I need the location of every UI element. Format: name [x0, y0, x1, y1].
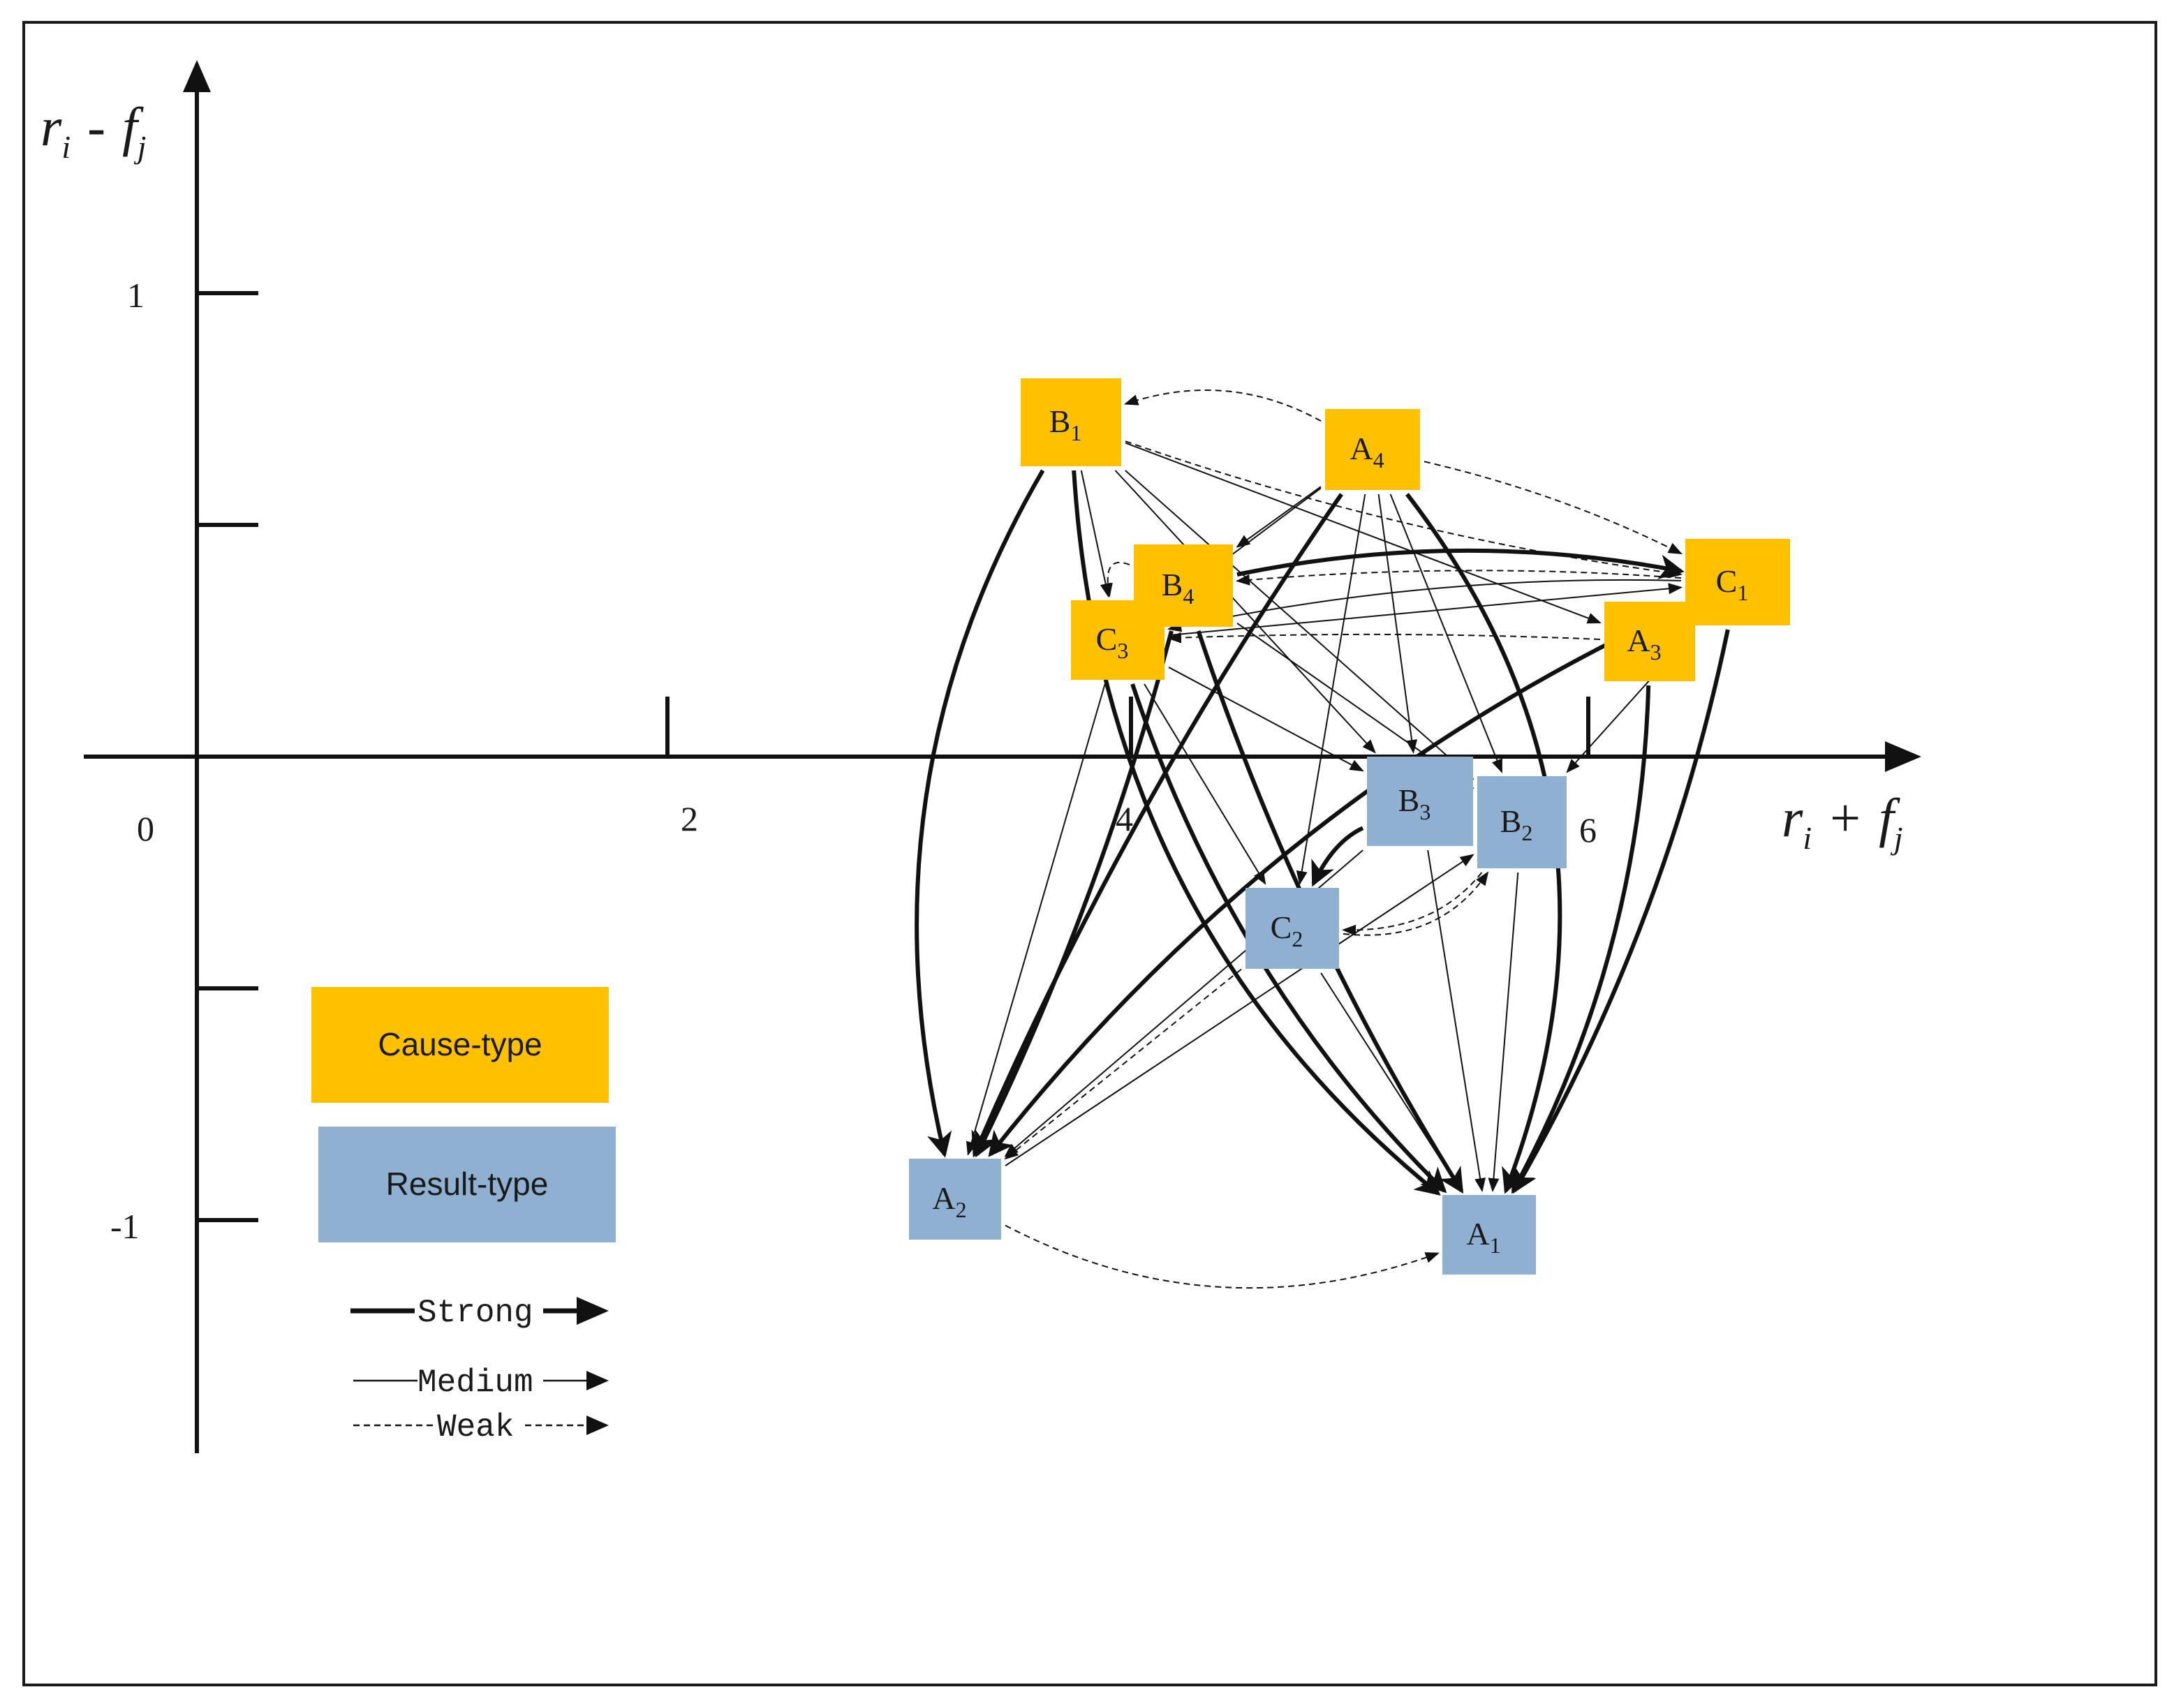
edge-a4-to-c1	[1424, 461, 1683, 554]
x-tick-label-6: 6	[1579, 810, 1597, 849]
node-box-b3	[1367, 757, 1473, 846]
node-a1: A1	[1442, 1195, 1536, 1275]
origin-label: 0	[137, 809, 154, 848]
edge-c3-to-a2	[966, 683, 1106, 1156]
node-a4: A4	[1325, 409, 1420, 490]
node-b1: B1	[1021, 378, 1121, 466]
edge-c2-to-a1	[1320, 972, 1462, 1192]
legend: Cause-type Result-type Strong Medium Wea…	[311, 987, 616, 1446]
node-label-a2: A2	[932, 1180, 966, 1222]
axes: 0 2 4 6 1 -1 ri-fj ri+fj	[40, 60, 1921, 1453]
node-c3: C3	[1071, 600, 1165, 680]
node-a3: A3	[1604, 602, 1695, 681]
node-box-a2	[909, 1159, 1001, 1240]
legend-strong-label: Strong	[417, 1295, 533, 1331]
edge-c1-to-c3	[1167, 579, 1682, 632]
legend-medium-arrowhead	[586, 1371, 609, 1390]
edge-a2-to-b2	[1005, 854, 1474, 1166]
node-c1: C1	[1685, 539, 1790, 625]
node-label-a4: A4	[1350, 431, 1384, 473]
edge-b4-to-a2	[975, 630, 1174, 1158]
edge-c3-to-c2	[1144, 683, 1266, 885]
edge-b1-to-a2	[915, 469, 1045, 1158]
node-label-c2: C2	[1271, 909, 1303, 951]
node-label-b3: B3	[1398, 782, 1431, 824]
node-box-b1	[1021, 378, 1121, 466]
legend-result-label: Result-type	[386, 1166, 549, 1202]
legend-strong-arrowhead	[577, 1297, 609, 1325]
legend-medium-label: Medium	[417, 1365, 533, 1401]
x-axis-title: ri+fj	[1782, 787, 1903, 856]
node-b3: B3	[1367, 757, 1473, 846]
node-box-a4	[1325, 409, 1420, 490]
legend-weak-label: Weak	[437, 1409, 514, 1446]
edge-c1-to-a1	[1512, 629, 1730, 1194]
node-c2: C2	[1245, 888, 1339, 969]
node-label-b4: B4	[1162, 567, 1195, 609]
node-box-a3	[1604, 602, 1695, 681]
node-b2: B2	[1477, 776, 1567, 868]
figure-frame	[22, 21, 2157, 1686]
y-axis-title: ri-fj	[40, 96, 147, 165]
edge-b1-to-a1	[1072, 470, 1441, 1196]
node-label-c3: C3	[1096, 621, 1129, 663]
edge-b1-to-b3	[1114, 470, 1376, 754]
edge-a4-to-b1	[1124, 389, 1322, 422]
legend-cause-swatch	[311, 987, 609, 1103]
node-box-b2	[1477, 776, 1567, 868]
x-tick-label-2: 2	[681, 799, 698, 838]
edges	[915, 389, 1730, 1289]
node-a2: A2	[909, 1159, 1001, 1240]
edge-b2-to-c2	[1342, 872, 1483, 936]
edge-a4-to-a2	[971, 493, 1343, 1158]
edge-c1-to-a2	[988, 606, 1683, 1157]
legend-cause-label: Cause-type	[378, 1026, 542, 1062]
y-tick-label-1: 1	[127, 276, 145, 315]
node-label-c1: C1	[1716, 563, 1749, 605]
node-label-a3: A3	[1627, 623, 1661, 664]
legend-weak-arrowhead	[586, 1416, 609, 1435]
y-tick-label--1: -1	[110, 1207, 140, 1246]
edge-b3-to-c2	[1311, 826, 1364, 887]
edge-c2-to-b2	[1343, 871, 1489, 936]
node-box-c2	[1245, 888, 1339, 969]
node-box-a1	[1442, 1195, 1536, 1275]
edge-a2-to-a1	[1005, 1224, 1440, 1289]
node-label-b1: B1	[1049, 403, 1082, 445]
edge-b1-to-c1	[1125, 440, 1683, 579]
x-axis-arrowhead	[1885, 741, 1921, 772]
y-axis-arrowhead	[183, 60, 211, 92]
node-box-c3	[1071, 600, 1165, 680]
legend-result-swatch	[318, 1127, 616, 1242]
edge-a4-to-c2	[1296, 493, 1366, 885]
edge-c3-to-b3	[1168, 667, 1364, 772]
edge-b2-to-a1	[1488, 872, 1519, 1192]
node-label-a1: A1	[1466, 1216, 1500, 1258]
node-label-b2: B2	[1500, 803, 1533, 845]
edge-a4-to-b2	[1389, 493, 1503, 773]
edge-c1-to-b4	[1236, 570, 1682, 586]
edge-b4-to-c3	[1101, 561, 1130, 597]
edge-a4-to-b3	[1377, 493, 1418, 754]
edge-a4-to-b4	[1236, 486, 1322, 548]
node-box-c1	[1685, 539, 1790, 625]
edge-a3-to-c3	[1167, 632, 1601, 644]
edge-c2-to-a2	[1004, 968, 1242, 1160]
edge-b4-to-c1	[1236, 548, 1685, 580]
edge-b1-to-c3	[1080, 470, 1111, 597]
edge-b3-to-a1	[1427, 849, 1486, 1192]
edge-c3-to-c1	[1168, 583, 1683, 637]
edge-a3-to-a1	[1511, 685, 1651, 1194]
edge-b1-to-a3	[1125, 442, 1602, 624]
